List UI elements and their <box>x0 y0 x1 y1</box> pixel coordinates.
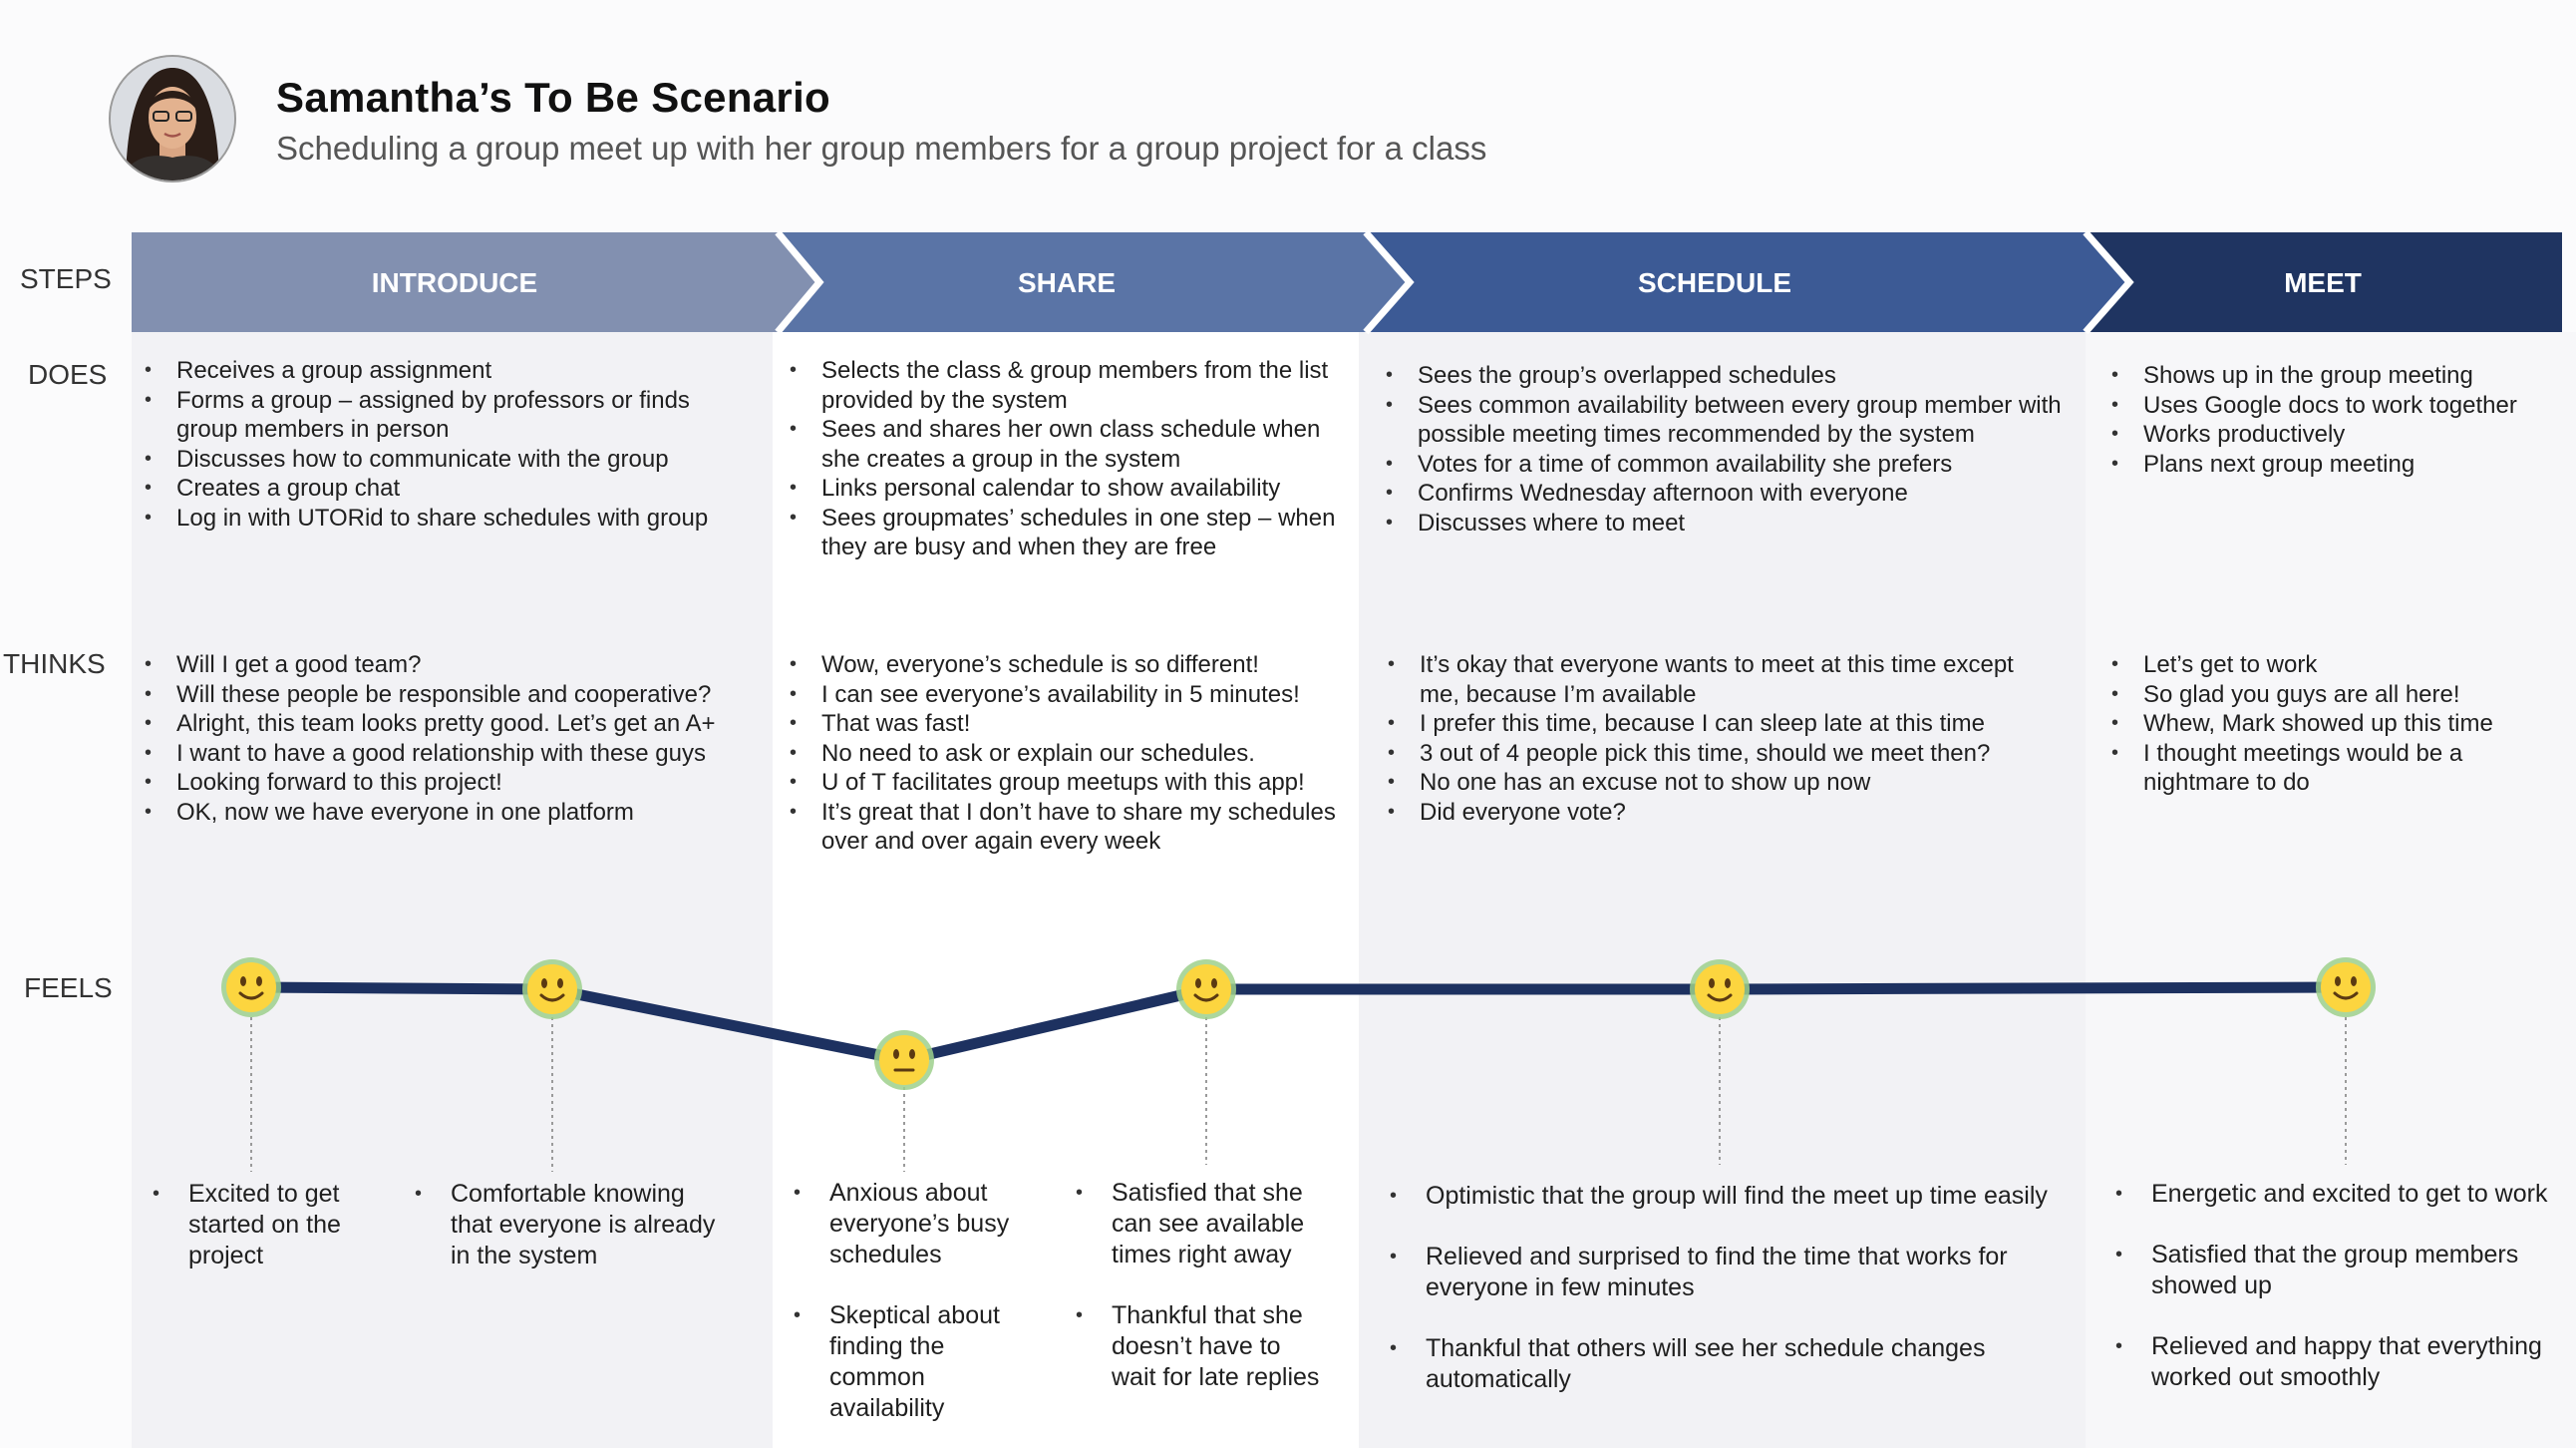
list-item: Shows up in the group meeting <box>2111 361 2565 391</box>
feels-introduce-1-list: Excited to get started on the project <box>153 1179 372 1271</box>
page-subtitle: Scheduling a group meet up with her grou… <box>276 130 1487 167</box>
list-item: Whew, Mark showed up this time <box>2111 709 2530 739</box>
list-item: U of T facilitates group meetups with th… <box>790 768 1348 798</box>
list-item: OK, now we have everyone in one platform <box>145 798 753 828</box>
does-introduce-list: Receives a group assignment Forms a grou… <box>145 356 748 533</box>
happy-face-icon <box>221 957 281 1017</box>
does-share-list: Selects the class & group members from t… <box>790 356 1343 562</box>
thinks-meet-list: Let’s get to work So glad you guys are a… <box>2111 650 2530 798</box>
list-item: Satisfied that she can see available tim… <box>1076 1178 1325 1270</box>
list-item: Discusses where to meet <box>1386 509 2064 539</box>
list-item: Sees the group’s overlapped schedules <box>1386 361 2064 391</box>
neutral-face-icon <box>874 1030 934 1090</box>
list-item: Sees and shares her own class schedule w… <box>790 415 1343 474</box>
step-share-label: SHARE <box>1017 267 1116 298</box>
row-label-thinks: THINKS <box>3 648 106 679</box>
step-introduce-label: INTRODUCE <box>371 267 538 298</box>
list-item: Creates a group chat <box>145 474 748 504</box>
happy-face-icon <box>2316 957 2376 1017</box>
list-item: Log in with UTORid to share schedules wi… <box>145 504 748 534</box>
list-item: Links personal calendar to show availabi… <box>790 474 1343 504</box>
row-label-feels: FEELS <box>24 972 113 1003</box>
does-schedule-list: Sees the group’s overlapped schedules Se… <box>1386 361 2064 538</box>
avatar <box>109 55 236 182</box>
list-item: Let’s get to work <box>2111 650 2530 680</box>
feels-meet-list: Energetic and excited to get to work Sat… <box>2115 1179 2559 1393</box>
row-label-does: DOES <box>28 359 108 390</box>
list-item: Comfortable knowing that everyone is alr… <box>415 1179 724 1271</box>
step-introduce-shape <box>132 232 819 332</box>
list-item: It’s great that I don’t have to share my… <box>790 798 1348 857</box>
list-item: I want to have a good relationship with … <box>145 739 753 769</box>
thinks-schedule-list: It’s okay that everyone wants to meet at… <box>1388 650 2051 827</box>
list-item: Wow, everyone’s schedule is so different… <box>790 650 1348 680</box>
does-meet-list: Shows up in the group meeting Uses Googl… <box>2111 361 2565 479</box>
list-item: Anxious about everyone’s busy schedules <box>794 1178 1033 1270</box>
list-item: Works productively <box>2111 420 2565 450</box>
list-item: Receives a group assignment <box>145 356 748 386</box>
list-item: Did everyone vote? <box>1388 798 2051 828</box>
list-item: Discusses how to communicate with the gr… <box>145 445 748 475</box>
list-item: 3 out of 4 people pick this time, should… <box>1388 739 2051 769</box>
list-item: That was fast! <box>790 709 1348 739</box>
list-item: Uses Google docs to work together <box>2111 391 2565 421</box>
thinks-share-list: Wow, everyone’s schedule is so different… <box>790 650 1348 857</box>
list-item: Selects the class & group members from t… <box>790 356 1343 415</box>
list-item: Looking forward to this project! <box>145 768 753 798</box>
feels-introduce-2-list: Comfortable knowing that everyone is alr… <box>415 1179 724 1271</box>
list-item: Will I get a good team? <box>145 650 753 680</box>
list-item: Sees common availability between every g… <box>1386 391 2064 450</box>
thinks-introduce-list: Will I get a good team? Will these peopl… <box>145 650 753 827</box>
feels-schedule-list: Optimistic that the group will find the … <box>1390 1181 2068 1395</box>
step-divider-2 <box>1363 229 1415 335</box>
step-meet-arrow <box>2089 232 2562 332</box>
list-item: Votes for a time of common availability … <box>1386 450 2064 480</box>
list-item: Thankful that others will see her schedu… <box>1390 1333 2068 1395</box>
list-item: So glad you guys are all here! <box>2111 680 2530 710</box>
happy-face-icon <box>1176 959 1236 1019</box>
list-item: I thought meetings would be a nightmare … <box>2111 739 2530 798</box>
happy-face-icon <box>522 959 582 1019</box>
list-item: Sees groupmates’ schedules in one step –… <box>790 504 1343 562</box>
list-item: Optimistic that the group will find the … <box>1390 1181 2068 1212</box>
step-divider-1 <box>775 229 824 335</box>
steps-bar <box>132 229 2562 335</box>
list-item: Forms a group – assigned by professors o… <box>145 386 748 445</box>
list-item: Energetic and excited to get to work <box>2115 1179 2559 1210</box>
list-item: No one has an excuse not to show up now <box>1388 768 2051 798</box>
list-item: I prefer this time, because I can sleep … <box>1388 709 2051 739</box>
list-item: Will these people be responsible and coo… <box>145 680 753 710</box>
step-share-arrow <box>778 232 1410 332</box>
step-divider-3 <box>2083 229 2134 335</box>
step-schedule-label: SCHEDULE <box>1637 267 1791 298</box>
step-schedule-arrow <box>1366 232 2129 332</box>
row-label-steps: STEPS <box>20 263 112 294</box>
list-item: Relieved and happy that everything worke… <box>2115 1331 2559 1393</box>
list-item: Skeptical about finding the common avail… <box>794 1300 1033 1424</box>
page-title: Samantha’s To Be Scenario <box>276 74 831 121</box>
journey-line <box>245 981 2352 1066</box>
list-item: No need to ask or explain our schedules. <box>790 739 1348 769</box>
list-item: Plans next group meeting <box>2111 450 2565 480</box>
feels-share-1-list: Anxious about everyone’s busy schedules … <box>794 1178 1033 1424</box>
list-item: Relieved and surprised to find the time … <box>1390 1242 2068 1303</box>
list-item: Alright, this team looks pretty good. Le… <box>145 709 753 739</box>
step-meet-label: MEET <box>2284 267 2362 298</box>
list-item: Confirms Wednesday afternoon with everyo… <box>1386 479 2064 509</box>
list-item: I can see everyone’s availability in 5 m… <box>790 680 1348 710</box>
list-item: Excited to get started on the project <box>153 1179 372 1271</box>
list-item: Thankful that she doesn’t have to wait f… <box>1076 1300 1325 1393</box>
happy-face-icon <box>1690 959 1750 1019</box>
list-item: Satisfied that the group members showed … <box>2115 1240 2559 1301</box>
feels-share-2-list: Satisfied that she can see available tim… <box>1076 1178 1325 1393</box>
list-item: It’s okay that everyone wants to meet at… <box>1388 650 2051 709</box>
